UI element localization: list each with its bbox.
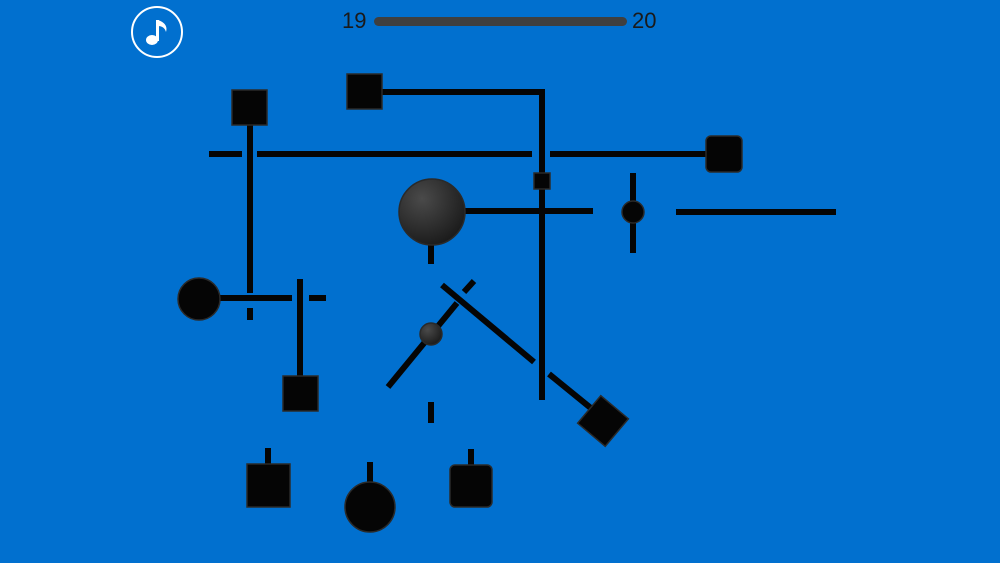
- level-progress-bar: [374, 17, 627, 26]
- piece-large-circle[interactable]: [398, 178, 466, 246]
- music-toggle-button[interactable]: [131, 6, 183, 58]
- next-level-label: 20: [632, 8, 657, 33]
- piece-small-circle-center[interactable]: [419, 322, 443, 346]
- rod-diagonal-upper-stub[interactable]: [461, 278, 477, 295]
- piece-rounded-square-right[interactable]: [705, 135, 743, 173]
- piece-rounded-square-bottom[interactable]: [449, 464, 493, 508]
- piece-square-bottom[interactable]: [246, 463, 291, 508]
- rod-diagonal-long[interactable]: [440, 282, 536, 365]
- music-note-icon: [146, 20, 167, 45]
- rod-diagonal-lower[interactable]: [547, 371, 594, 412]
- piece-circle-left[interactable]: [177, 277, 221, 321]
- piece-group: [177, 73, 743, 533]
- current-level-label: 19: [342, 8, 367, 33]
- piece-square-top-left[interactable]: [231, 89, 268, 126]
- rod-square-b-path[interactable]: [380, 89, 545, 175]
- piece-square-top[interactable]: [346, 73, 383, 110]
- rod-group: [209, 89, 836, 485]
- piece-square-lower-left[interactable]: [282, 375, 319, 412]
- piece-small-circle-right[interactable]: [621, 200, 645, 224]
- piece-rotated-square[interactable]: [576, 394, 630, 448]
- piece-small-square-junction[interactable]: [533, 172, 551, 190]
- piece-circle-bottom[interactable]: [344, 481, 396, 533]
- rod-diagonal-small-circle[interactable]: [385, 301, 460, 389]
